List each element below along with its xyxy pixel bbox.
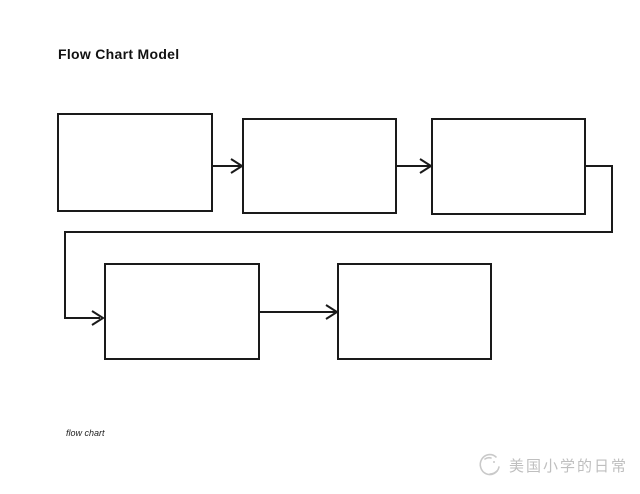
watermark-logo-icon: [479, 453, 500, 476]
flow-box-4: [104, 263, 260, 360]
caption-flow-chart: flow chart: [66, 428, 105, 438]
watermark: 美国小学的日常: [476, 450, 628, 480]
connector-3-to-4-icon: [64, 165, 613, 326]
arrow-4-to-5-icon: [259, 304, 339, 320]
watermark-text: 美国小学的日常: [509, 457, 629, 475]
arrow-2-to-3-icon: [396, 158, 433, 174]
flow-box-2: [242, 118, 397, 214]
flow-box-3: [431, 118, 586, 215]
flow-box-1: [57, 113, 213, 212]
arrow-1-to-2-icon: [212, 158, 244, 174]
flow-box-5: [337, 263, 492, 360]
page-title: Flow Chart Model: [58, 46, 180, 62]
